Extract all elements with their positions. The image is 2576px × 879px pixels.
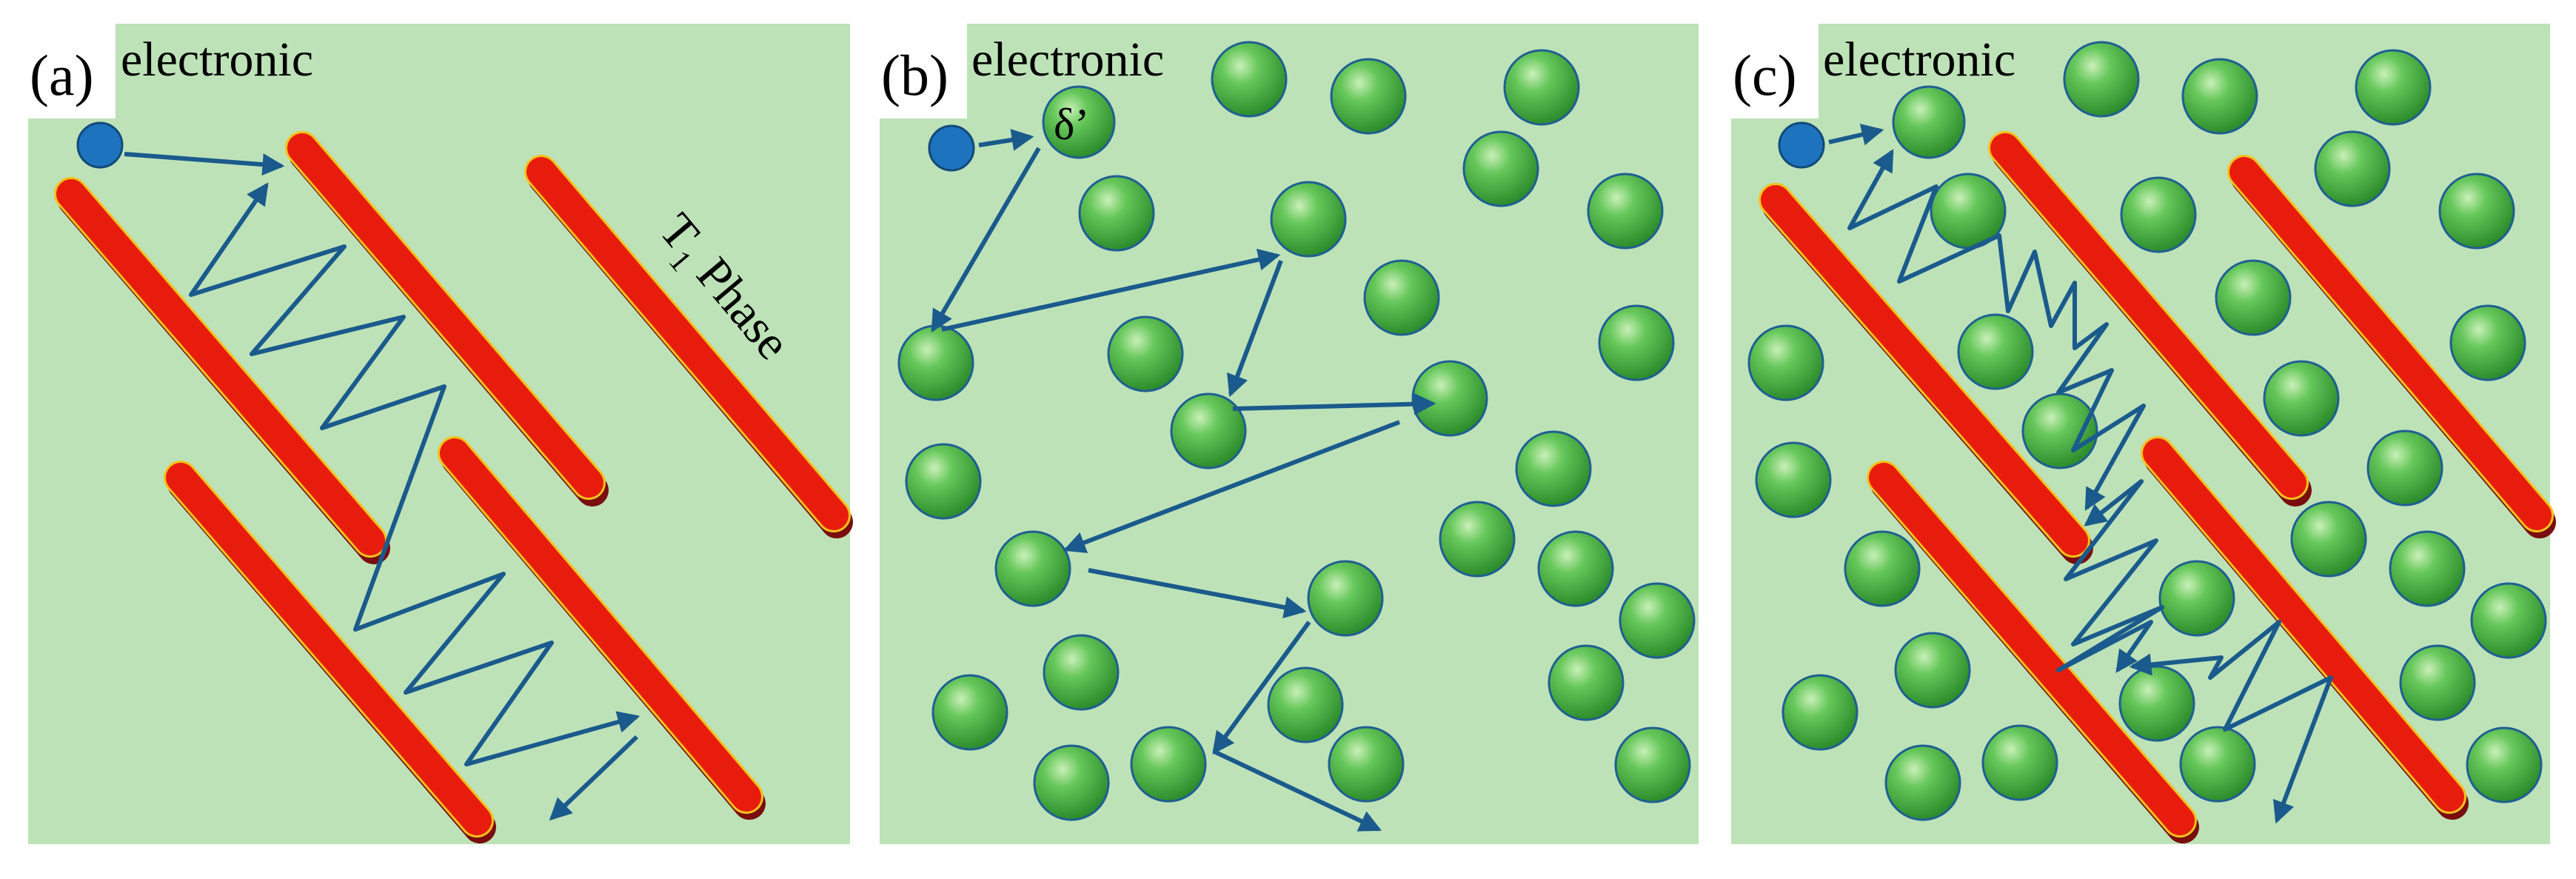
delta-prime-particle — [2389, 530, 2466, 607]
delta-prime-particle — [1043, 634, 1120, 711]
delta-prime-particle — [1503, 49, 1580, 126]
delta-prime-particle — [1782, 674, 1859, 751]
delta-prime-particle — [2120, 176, 2197, 253]
delta-prime-particle — [1614, 726, 1691, 803]
delta-prime-particle — [1548, 644, 1625, 721]
delta-prime-particle — [1411, 360, 1488, 437]
panel-a-background — [28, 24, 850, 844]
delta-prime-particle — [1330, 58, 1407, 135]
panel-b: δ’ (b) electronic — [880, 24, 1699, 844]
delta-prime-particle — [2355, 49, 2432, 126]
scatter-arrow — [1088, 568, 1307, 618]
delta-prime-particle — [1537, 530, 1614, 607]
panel-a: (a) electronic T1 Phase — [28, 24, 853, 844]
delta-prime-particle — [1170, 392, 1247, 469]
delta-prime-particle — [2314, 130, 2391, 207]
panel-caption: electronic — [1823, 33, 2015, 87]
t1-plate — [2141, 436, 2469, 820]
panel-caption: electronic — [971, 33, 1164, 87]
delta-prime-particle — [1844, 530, 1921, 607]
delta-prime-particle — [2263, 360, 2340, 437]
delta-prime-particle — [2118, 665, 2195, 742]
panel-label: (c) — [1733, 43, 1797, 107]
delta-prime-particle — [2470, 582, 2547, 659]
delta-prime-particle — [1130, 726, 1207, 803]
delta-prime-particle — [2466, 726, 2543, 803]
electron-icon — [928, 124, 975, 172]
delta-prime-particle — [1884, 744, 1961, 821]
delta-prime-particle — [1107, 315, 1184, 392]
scatter-arrow — [124, 152, 285, 176]
electron-icon — [1778, 121, 1825, 169]
scatter-arrow — [1232, 392, 1436, 415]
electron-icon — [76, 121, 124, 169]
delta-prime-particle — [1439, 501, 1516, 578]
delta-prime-particle — [1892, 85, 1966, 159]
delta-prime-particle — [994, 530, 1071, 607]
scatter-arrow — [1226, 259, 1283, 398]
panel-label: (b) — [881, 43, 949, 107]
panel-b-label-box — [880, 24, 967, 118]
scatter-arrow — [2129, 620, 2333, 824]
delta-prime-particle — [1328, 726, 1405, 803]
scatter-arrow — [1213, 749, 1382, 832]
scatter-arrow — [549, 735, 639, 821]
scatter-arrow — [189, 182, 640, 766]
scatter-arrow — [2056, 479, 2164, 673]
delta-prime-particle — [2215, 259, 2292, 336]
panel-c: (c) electronic — [1731, 24, 2556, 844]
delta-prime-particle — [1894, 632, 1971, 709]
delta-prime-particle — [2158, 560, 2235, 637]
panel-c-label-box — [1731, 24, 1819, 118]
delta-prime-particle — [1462, 130, 1539, 207]
delta-prime-particle — [897, 324, 974, 401]
scatter-arrow — [1847, 149, 2146, 511]
delta-prime-particle — [2181, 58, 2258, 135]
panel-caption: electronic — [121, 33, 313, 87]
delta-prime-particle — [2438, 173, 2515, 250]
delta-prime-particle — [1363, 259, 1440, 336]
delta-prime-particle — [1078, 175, 1155, 252]
delta-prime-particle — [2290, 501, 2367, 578]
delta-prime-particle — [1587, 173, 1664, 250]
delta-prime-particle — [2063, 41, 2140, 118]
delta-prime-particle — [1270, 181, 1347, 258]
panel-a-label-box — [28, 24, 116, 118]
delta-prime-particle — [931, 674, 1008, 751]
scatter-arrow — [941, 248, 1281, 332]
delta-prime-particle — [2366, 430, 2443, 507]
delta-prime-particle — [2449, 304, 2526, 381]
delta-prime-particle — [1033, 744, 1110, 821]
delta-prime-particle — [1307, 560, 1384, 637]
delta-prime-particle — [1747, 324, 1824, 401]
delta-prime-particle — [1598, 304, 1675, 381]
delta-prime-particle — [1957, 313, 2034, 390]
delta-prime-label: δ’ — [1054, 100, 1089, 149]
delta-prime-particle — [1515, 430, 1592, 507]
delta-prime-particle — [1211, 41, 1288, 118]
panel-label: (a) — [30, 43, 94, 107]
delta-prime-particle — [1042, 85, 1116, 159]
scatter-arrow — [1828, 124, 1884, 146]
delta-prime-particle — [1755, 441, 1832, 518]
delta-prime-particle — [2021, 392, 2098, 469]
scatter-arrow — [931, 147, 1041, 332]
scatter-arrow — [978, 129, 1034, 151]
delta-prime-particle — [1981, 724, 2058, 801]
delta-prime-particles — [897, 41, 1696, 821]
delta-prime-particle — [1267, 666, 1344, 743]
delta-prime-particle — [2179, 726, 2256, 803]
delta-prime-particle — [1619, 582, 1696, 659]
scatter-arrow — [1212, 621, 1311, 755]
delta-prime-particle — [2399, 644, 2476, 721]
t1-plate — [2227, 155, 2556, 538]
delta-prime-particle — [905, 443, 982, 520]
scatter-arrow — [1063, 420, 1401, 553]
